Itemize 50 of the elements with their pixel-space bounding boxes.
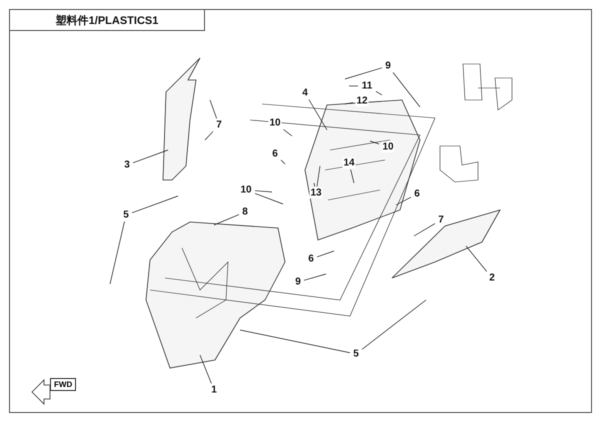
- leader-line: [200, 354, 212, 384]
- leader-line: [254, 190, 272, 192]
- leader-line: [280, 160, 286, 164]
- callout-number: 7: [215, 120, 223, 130]
- leader-line: [466, 246, 488, 272]
- leader-line: [240, 330, 350, 354]
- leader-line: [414, 223, 436, 236]
- callout-number: 5: [352, 348, 360, 360]
- callout-number: 9: [294, 276, 302, 288]
- callout-number: 13: [309, 188, 323, 198]
- callout-number: 4: [301, 88, 309, 98]
- callout-number: 6: [271, 148, 279, 160]
- callout-number: 8: [241, 206, 249, 218]
- callout-number: 7: [437, 214, 445, 226]
- leader-line: [132, 150, 168, 164]
- leader-line: [204, 131, 214, 140]
- callout-number: 11: [360, 80, 374, 92]
- leader-line: [392, 72, 420, 108]
- leader-line: [110, 221, 125, 284]
- callout-number: 1: [210, 384, 218, 396]
- leader-line: [376, 91, 382, 96]
- direction-label: FWD: [50, 378, 76, 391]
- callout-number: 2: [488, 272, 496, 284]
- callout-number: 3: [123, 160, 131, 170]
- leader-line: [344, 102, 354, 104]
- leader-line: [210, 100, 217, 119]
- leader-line: [283, 129, 292, 136]
- title: 塑料件1/PLASTICS1: [9, 9, 205, 31]
- leader-line: [316, 250, 334, 258]
- leader-line: [254, 193, 284, 204]
- callout-number: 6: [307, 254, 315, 264]
- callout-number: 5: [122, 210, 130, 220]
- callout-number: 14: [342, 158, 356, 168]
- leader-line: [132, 196, 178, 214]
- callout-number: 10: [239, 184, 253, 196]
- callout-number: 9: [384, 60, 392, 72]
- callout-number: 6: [413, 188, 421, 200]
- leader-line: [304, 274, 326, 281]
- callout-number: 12: [355, 96, 369, 106]
- leader-line: [396, 196, 412, 206]
- callout-number: 10: [381, 142, 395, 152]
- leader-line: [370, 140, 380, 144]
- leader-line: [314, 182, 316, 187]
- leader-line: [362, 300, 426, 350]
- leader-line: [344, 67, 382, 80]
- leader-line: [350, 169, 354, 184]
- leader-line: [308, 99, 328, 130]
- leader-line: [214, 214, 240, 226]
- callout-number: 10: [268, 118, 282, 128]
- leader-line: [316, 166, 320, 187]
